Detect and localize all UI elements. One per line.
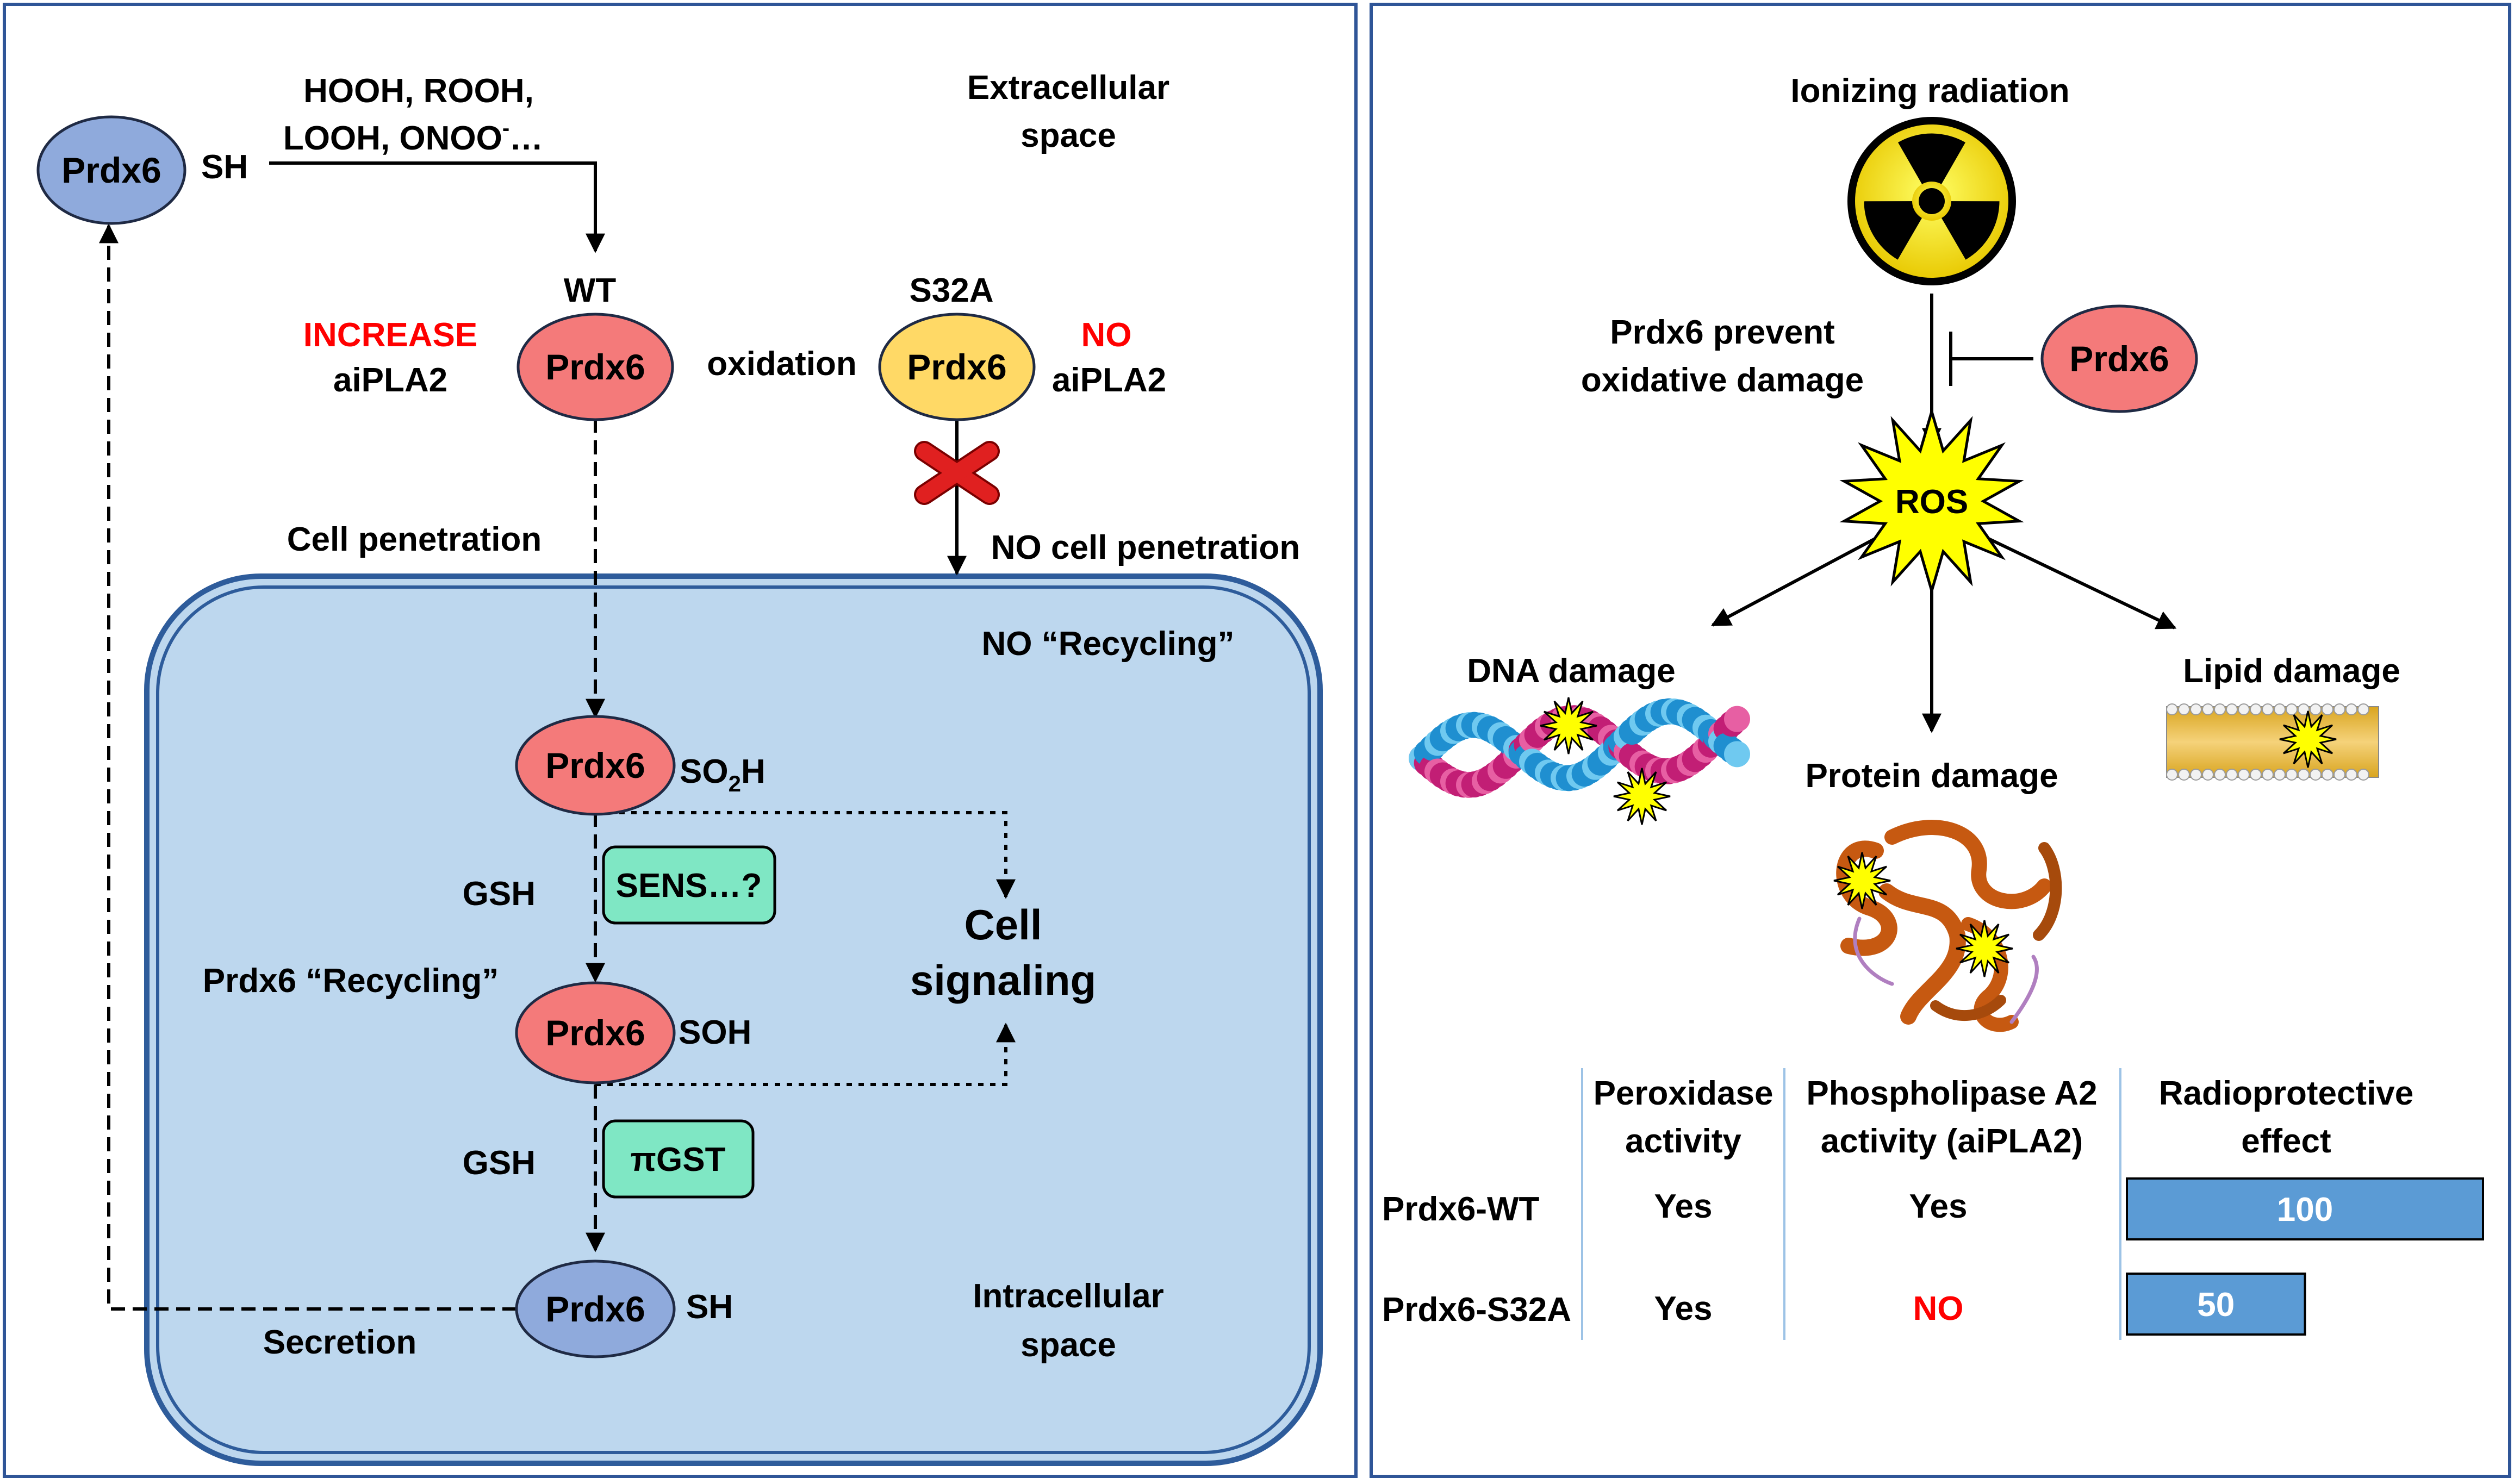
left-panel-frame bbox=[3, 3, 1358, 1478]
oxidation-label: oxidation bbox=[707, 345, 857, 383]
no-cell-penetration-label: NO cell penetration bbox=[991, 529, 1300, 566]
sh-top-label: SH bbox=[201, 148, 248, 186]
signaling-arrow-2 bbox=[595, 1022, 1016, 1086]
secretion-label: Secretion bbox=[263, 1324, 417, 1361]
so2h-label: SO2H bbox=[680, 753, 766, 796]
left-arrows bbox=[99, 161, 1016, 1311]
header-peroxidase-line2: activity bbox=[1625, 1123, 1741, 1160]
row-wt-name: Prdx6-WT bbox=[1382, 1190, 1539, 1228]
header-radioprotective-line2: effect bbox=[2241, 1123, 2331, 1160]
row-wt-pla2: Yes bbox=[1909, 1188, 1968, 1225]
cell-outer-membrane bbox=[144, 573, 1323, 1466]
oxidant-arrow bbox=[269, 161, 605, 253]
extracellular-line2: space bbox=[1020, 117, 1116, 154]
row-s32a-pla2: NO bbox=[1913, 1290, 1964, 1327]
header-pla2-line2: activity (aiPLA2) bbox=[1821, 1123, 2083, 1160]
no-recycling-label: NO “Recycling” bbox=[981, 625, 1234, 663]
no-label: NO bbox=[1081, 316, 1132, 354]
prdx6-right-label: Prdx6 bbox=[2069, 339, 2169, 379]
prdx6-top-node: Prdx6 bbox=[36, 115, 186, 225]
row-s32a-radioprotective-bar bbox=[2126, 1273, 2306, 1336]
cell-signaling-line1: Cell bbox=[964, 901, 1042, 949]
cell-inner-membrane bbox=[156, 585, 1311, 1454]
radiation-icon bbox=[1847, 117, 2016, 285]
protein-structure-image bbox=[1833, 820, 2062, 1032]
aipla2-left-label: aiPLA2 bbox=[333, 361, 447, 399]
row-wt-radioprotective-bar bbox=[2126, 1177, 2484, 1240]
header-pla2-line1: Phospholipase A2 bbox=[1806, 1075, 2097, 1112]
oxidants-line1: HOOH, ROOH, bbox=[303, 72, 534, 110]
row-wt-peroxidase: Yes bbox=[1654, 1188, 1713, 1225]
prdx6-right-node: Prdx6 bbox=[2040, 304, 2198, 413]
ionizing-radiation-label: Ionizing radiation bbox=[1790, 72, 2069, 110]
gsh-label-1: GSH bbox=[463, 875, 536, 913]
pigst-box: πGST bbox=[602, 1119, 755, 1199]
row-s32a-peroxidase: Yes bbox=[1654, 1290, 1713, 1327]
header-radioprotective-line1: Radioprotective bbox=[2159, 1075, 2414, 1112]
dna-damage-label: DNA damage bbox=[1467, 652, 1676, 690]
intracellular-line2: space bbox=[1020, 1326, 1116, 1364]
pigst-box-label: πGST bbox=[631, 1141, 726, 1179]
wt-label: WT bbox=[564, 272, 617, 309]
lipid-bilayer-image bbox=[2166, 703, 2379, 781]
sens-box-label: SENS…? bbox=[616, 867, 762, 905]
prevent-line1: Prdx6 prevent bbox=[1610, 314, 1835, 351]
prdx6-soh-label: Prdx6 bbox=[545, 1013, 645, 1053]
ros-to-lipid-arrow bbox=[1981, 534, 2177, 629]
signaling-arrow-1 bbox=[595, 811, 1016, 899]
secretion-arrow bbox=[99, 223, 517, 1311]
prdx6-so2h-node: Prdx6 bbox=[515, 715, 676, 816]
header-peroxidase-line1: Peroxidase bbox=[1594, 1075, 1774, 1112]
blocked-x-icon bbox=[914, 441, 1000, 505]
prdx6-s32a-node: Prdx6 bbox=[878, 313, 1036, 421]
oxidants-line2: LOOH, ONOO-… bbox=[283, 116, 543, 157]
activity-table: Peroxidase activity Phospholipase A2 act… bbox=[1382, 1068, 2484, 1340]
prdx6-wt-node: Prdx6 bbox=[517, 313, 674, 421]
cell-signaling-line2: signaling bbox=[910, 956, 1096, 1004]
extracellular-line1: Extracellular bbox=[967, 69, 1169, 107]
ros-label: ROS bbox=[1895, 483, 1968, 521]
prdx6-s32a-label: Prdx6 bbox=[907, 347, 1006, 387]
s32a-label: S32A bbox=[909, 272, 993, 309]
sens-box: SENS…? bbox=[602, 845, 776, 925]
intracellular-line1: Intracellular bbox=[973, 1277, 1163, 1315]
gsh-label-2: GSH bbox=[463, 1144, 536, 1182]
prdx6-sh-bottom-node: Prdx6 bbox=[515, 1259, 676, 1358]
prdx6-sh-bottom-label: Prdx6 bbox=[545, 1289, 645, 1329]
row-s32a-name: Prdx6-S32A bbox=[1382, 1291, 1571, 1329]
ros-starburst: ROS bbox=[1839, 407, 2024, 596]
sh-bottom-label: SH bbox=[686, 1288, 733, 1326]
prdx6-soh-node: Prdx6 bbox=[515, 981, 676, 1084]
protein-damage-label: Protein damage bbox=[1805, 757, 2058, 795]
cell-penetration-label: Cell penetration bbox=[287, 521, 542, 558]
prevent-line2: oxidative damage bbox=[1581, 361, 1864, 399]
prdx6-recycling-label: Prdx6 “Recycling” bbox=[203, 962, 499, 1000]
prdx6-top-label: Prdx6 bbox=[61, 150, 161, 190]
soh-label: SOH bbox=[679, 1014, 751, 1051]
row-s32a-radioprotective-value: 50 bbox=[2197, 1286, 2235, 1324]
dna-helix-image bbox=[1409, 697, 1750, 825]
increase-label: INCREASE bbox=[303, 316, 477, 354]
lipid-damage-label: Lipid damage bbox=[2183, 652, 2400, 690]
prdx6-wt-label: Prdx6 bbox=[545, 347, 645, 387]
right-panel-frame bbox=[1370, 3, 2511, 1478]
prdx6-so2h-label: Prdx6 bbox=[545, 745, 645, 785]
ros-to-dna-arrow bbox=[1710, 534, 1882, 627]
aipla2-right-label: aiPLA2 bbox=[1052, 361, 1166, 399]
row-wt-radioprotective-value: 100 bbox=[2277, 1191, 2333, 1229]
